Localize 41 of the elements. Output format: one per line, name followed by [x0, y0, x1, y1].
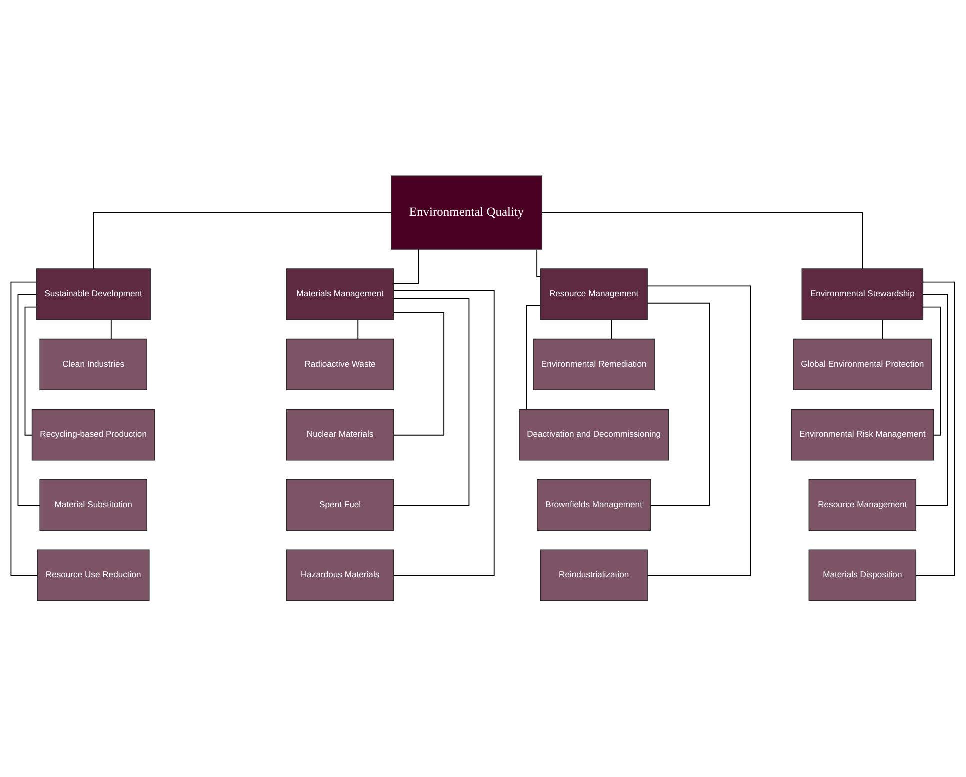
connector: [647, 286, 752, 576]
node-box: Spent Fuel: [286, 479, 394, 531]
connector: [922, 306, 942, 436]
connector: [394, 312, 445, 436]
node-box: Reindustrialization: [540, 550, 648, 602]
connector: [24, 306, 37, 436]
node-box: Sustainable Development: [36, 268, 151, 320]
connector: [916, 282, 956, 576]
connector: [916, 294, 948, 506]
connector: [526, 305, 541, 410]
connector: [93, 212, 392, 270]
node-box: Global Environmental Protection: [793, 338, 932, 390]
connector: [393, 298, 470, 506]
connector: [394, 290, 495, 576]
connector: [611, 320, 612, 340]
connector: [882, 320, 884, 340]
node-box: Hazardous Materials: [286, 550, 394, 602]
node-box: Environmental Stewardship: [802, 268, 924, 320]
node-box: Environmental Risk Management: [791, 409, 934, 461]
node-box: Resource Use Reduction: [37, 550, 150, 602]
connector: [358, 320, 359, 340]
node-box: Brownfields Management: [537, 479, 652, 531]
node-box: Environmental Quality: [391, 176, 543, 250]
connector: [536, 249, 541, 278]
node-box: Material Substitution: [40, 479, 148, 531]
node-box: Radioactive Waste: [286, 338, 394, 390]
node-box: Nuclear Materials: [286, 409, 394, 461]
connector: [393, 249, 420, 284]
connector: [18, 294, 40, 506]
connector: [110, 320, 112, 340]
connector: [10, 282, 38, 576]
node-box: Environmental Remediation: [533, 338, 655, 390]
node-box: Recycling-based Production: [32, 409, 156, 461]
node-box: Clean Industries: [40, 338, 148, 390]
node-box: Materials Disposition: [808, 550, 917, 602]
connector: [647, 302, 710, 506]
node-box: Resource Management: [808, 479, 917, 531]
node-box: Materials Management: [286, 268, 394, 320]
connector: [542, 212, 864, 270]
node-box: Deactivation and Decommissioning: [519, 409, 670, 461]
node-box: Resource Management: [540, 268, 648, 320]
